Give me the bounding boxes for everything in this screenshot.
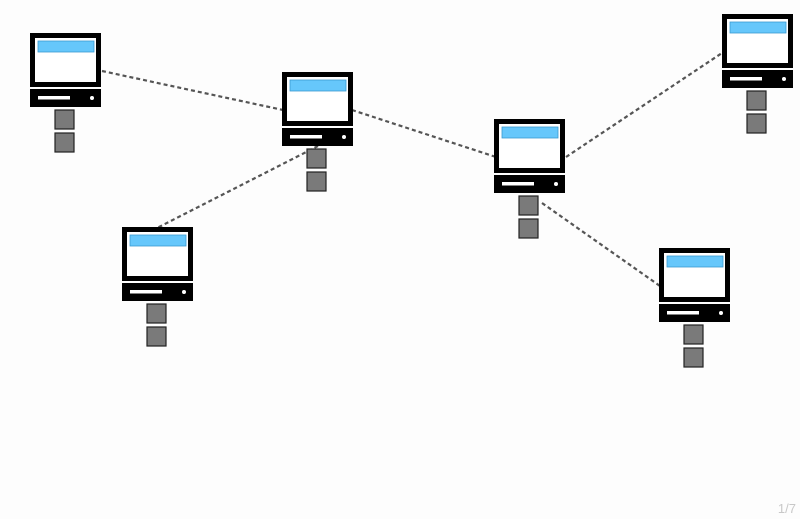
drive-slot [667,311,699,315]
drive-slot [290,135,322,139]
link-computer-2-computer-4 [351,108,497,159]
link-computer-1-computer-2 [101,69,284,112]
power-led [719,311,723,315]
screen-bar [729,21,787,34]
drive-slot [502,182,534,186]
link-computer-4-computer-6 [541,202,661,287]
block-bottom [518,218,539,239]
links-layer [101,52,723,287]
drive-slot [130,290,162,294]
block-top [683,324,704,345]
block-bottom [306,171,327,192]
block-bottom [683,347,704,368]
computer-4 [494,119,565,239]
block-top [146,303,167,324]
page-counter: 1/7 [777,501,796,516]
computer-5 [722,14,793,134]
power-led [182,290,186,294]
drive-slot [730,77,762,81]
block-top [54,109,75,130]
drive-slot [38,96,70,100]
block-top [746,90,767,111]
computer-1 [30,33,101,153]
computer-2 [282,72,353,192]
screen-bar [666,255,724,268]
block-bottom [54,132,75,153]
screen-bar [501,126,559,139]
power-led [90,96,94,100]
computer-3 [122,227,193,347]
link-computer-4-computer-5 [565,52,723,158]
screen-bar [289,79,347,92]
block-top [518,195,539,216]
power-led [342,135,346,139]
block-top [306,148,327,169]
computer-6 [659,248,730,368]
block-bottom [746,113,767,134]
nodes-layer [30,14,793,368]
block-bottom [146,326,167,347]
power-led [554,182,558,186]
screen-bar [37,40,95,53]
link-computer-2-computer-3 [156,145,319,229]
screen-bar [129,234,187,247]
power-led [782,77,786,81]
